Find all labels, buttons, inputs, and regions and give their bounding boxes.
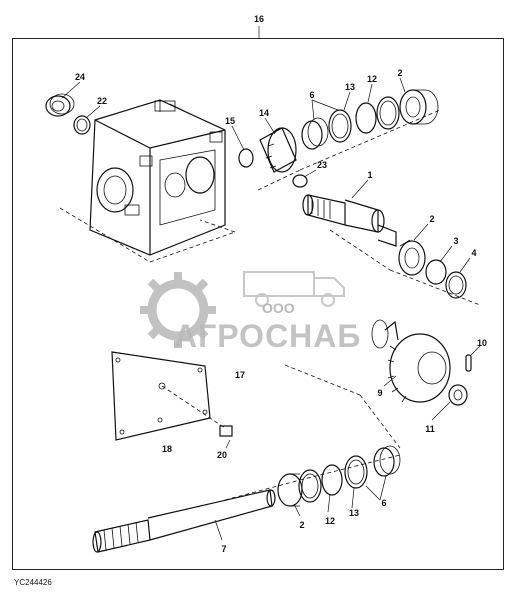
callout-10: 10	[477, 338, 487, 348]
assembly-label: 16	[254, 14, 264, 24]
bevel-gear-11	[448, 384, 468, 406]
callout-9: 9	[377, 388, 382, 398]
callout-18: 18	[162, 444, 172, 454]
callout-12-bottom: 12	[325, 516, 335, 526]
callout-1: 1	[367, 170, 372, 180]
snap-ring-12-bottom	[321, 464, 343, 496]
callout-24: 24	[75, 72, 85, 82]
watermark-prefix: ООО	[262, 300, 295, 316]
ring-gear-9	[371, 319, 451, 403]
top-guide	[257, 109, 441, 191]
bearing-6-top	[301, 117, 329, 150]
gearbox-housing	[89, 99, 226, 256]
bearing-cone-2-bottom	[277, 473, 303, 507]
callout-23: 23	[317, 160, 327, 170]
callout-13-top: 13	[345, 82, 355, 92]
callout-14: 14	[259, 108, 269, 118]
pin-10	[465, 354, 472, 372]
bearing-2-middle	[398, 239, 426, 276]
plug-guide	[161, 385, 226, 429]
callout-6-top: 6	[309, 90, 314, 100]
gear-guide	[284, 364, 401, 449]
ring-23	[292, 174, 308, 188]
callout-3: 3	[453, 236, 458, 246]
housing-guide	[59, 207, 236, 263]
bearing-6-bottom	[373, 445, 401, 477]
snap-ring-12-top	[355, 102, 377, 134]
bearing-cone-2-top	[399, 89, 439, 125]
middle-guide	[329, 229, 481, 306]
callout-17: 17	[235, 370, 245, 380]
figure-code: YC244426	[14, 578, 52, 587]
pinion-shaft-1	[302, 194, 397, 247]
callout-4: 4	[471, 248, 476, 258]
callout-2-bottom: 2	[299, 520, 304, 530]
ring-4	[445, 271, 467, 299]
watermark-brand: АГРОСНАБ	[174, 318, 362, 354]
ring-22	[73, 115, 91, 135]
watermark-truck-icon	[243, 271, 345, 307]
callout-11: 11	[425, 424, 435, 434]
bevel-gear-14	[259, 127, 297, 173]
bearing-cup-2-bottom	[298, 469, 322, 503]
bearing-cup-2-top	[376, 96, 400, 130]
ring-13-bottom	[344, 455, 368, 489]
callout-7: 7	[221, 544, 226, 554]
snap-ring-3	[425, 259, 447, 285]
cover-plate-18	[111, 351, 211, 441]
callout-12-top: 12	[367, 74, 377, 84]
output-shaft-7	[92, 489, 276, 553]
seal-24	[45, 93, 75, 117]
watermark-gear-icon	[140, 272, 216, 348]
callout-22: 22	[97, 96, 107, 106]
callout-13-bottom: 13	[349, 508, 359, 518]
ring-15	[238, 148, 254, 168]
callout-2-top: 2	[397, 68, 402, 78]
callout-20: 20	[217, 450, 227, 460]
callout-15: 15	[225, 116, 235, 126]
bottom-guide	[224, 454, 401, 501]
callout-6-bottom: 6	[381, 498, 386, 508]
diagram-frame	[12, 38, 504, 570]
plug-20	[219, 425, 233, 437]
callout-2-middle: 2	[429, 214, 434, 224]
ring-13-top	[328, 109, 352, 143]
